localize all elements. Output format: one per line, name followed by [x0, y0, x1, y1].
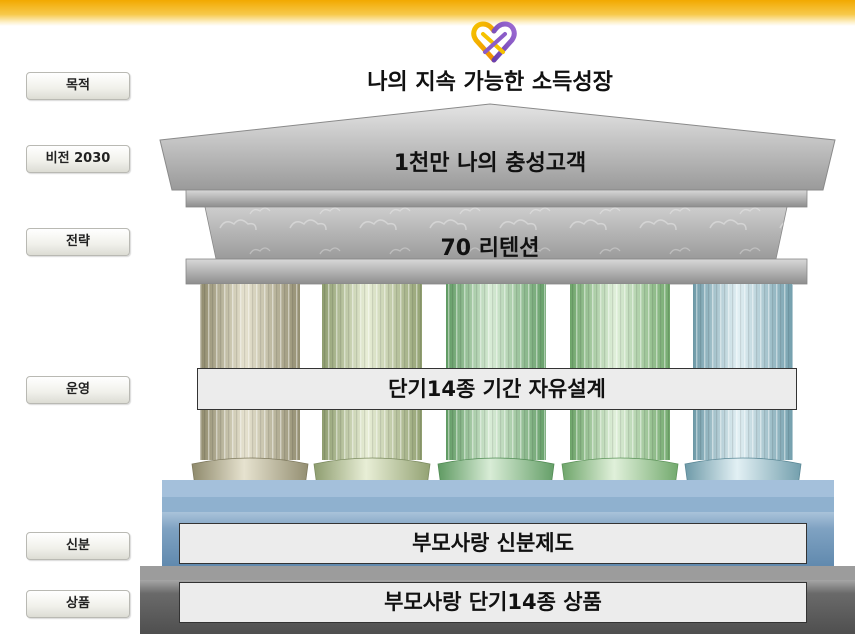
label-vision: 비전 2030 [26, 145, 130, 173]
label-product: 상품 [26, 590, 130, 618]
header-gradient-bar [0, 0, 855, 26]
purpose-text: 나의 지속 가능한 소득성장 [367, 70, 613, 95]
strategy-text: 70 리텐션 [440, 236, 540, 261]
label-strategy: 전략 [26, 228, 130, 256]
product-box: 부모사랑 단기14종 상품 [179, 582, 807, 623]
label-operation: 운영 [26, 376, 130, 404]
label-purpose: 목적 [26, 72, 130, 100]
status-box: 부모사랑 신분제도 [179, 523, 807, 564]
vision-text: 1천만 나의 충성고객 [393, 151, 587, 176]
heart-logo-icon [471, 21, 517, 63]
label-status: 신분 [26, 532, 130, 560]
operation-box: 단기14종 기간 자유설계 [197, 368, 797, 410]
